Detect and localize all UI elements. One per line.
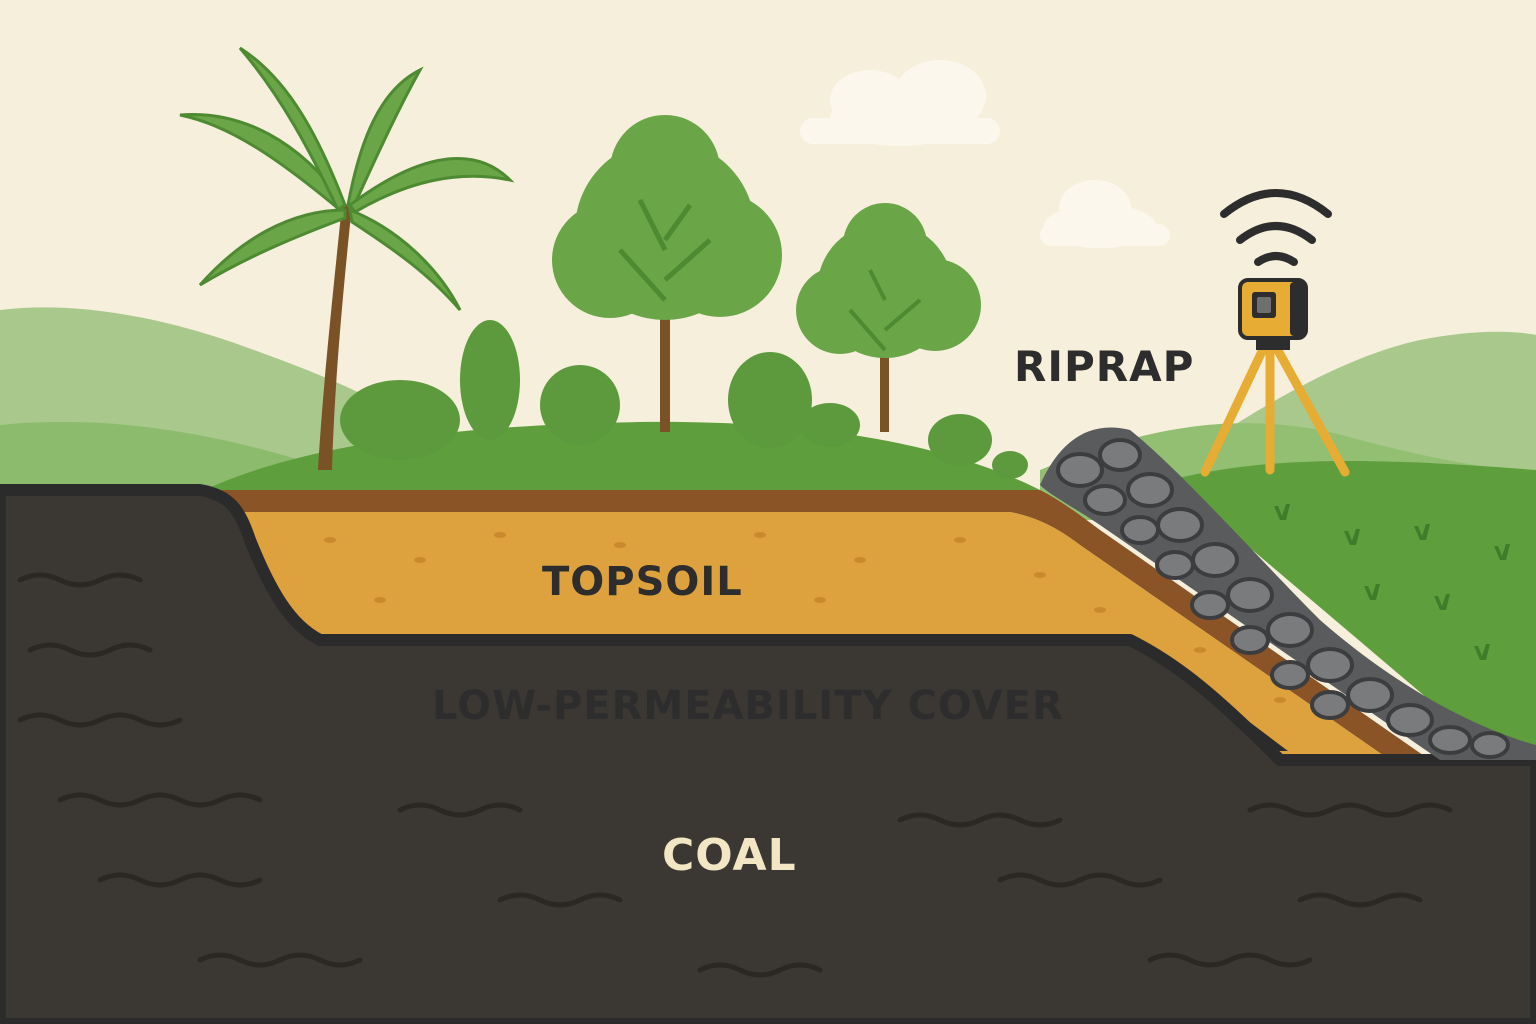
palm-tree bbox=[179, 46, 515, 470]
tree-large bbox=[552, 115, 782, 432]
coal-texture bbox=[17, 572, 1453, 978]
organic-soil-band bbox=[200, 490, 1430, 760]
riprap-rocks bbox=[1056, 438, 1510, 759]
cover-label: LOW-PERMEABILITY COVER bbox=[432, 683, 1064, 729]
riprap-slope bbox=[1040, 427, 1536, 760]
cloud bbox=[800, 60, 1000, 146]
cloud bbox=[1040, 180, 1170, 248]
tree-medium bbox=[796, 203, 981, 432]
shrubs bbox=[340, 320, 1028, 479]
riprap-label: RIPRAP bbox=[1014, 342, 1195, 391]
topsoil-label: TOPSOIL bbox=[542, 559, 743, 605]
near-hill-left bbox=[0, 421, 300, 500]
grass-slope-right bbox=[1170, 460, 1536, 760]
grass-tufts-right bbox=[1274, 504, 1510, 660]
total-station-icon bbox=[1200, 278, 1350, 477]
coal-layer bbox=[0, 484, 1536, 1024]
wifi-signal-icon bbox=[1220, 189, 1332, 266]
topsoil-speckles bbox=[324, 532, 1286, 703]
coal-label: COAL bbox=[662, 830, 797, 881]
